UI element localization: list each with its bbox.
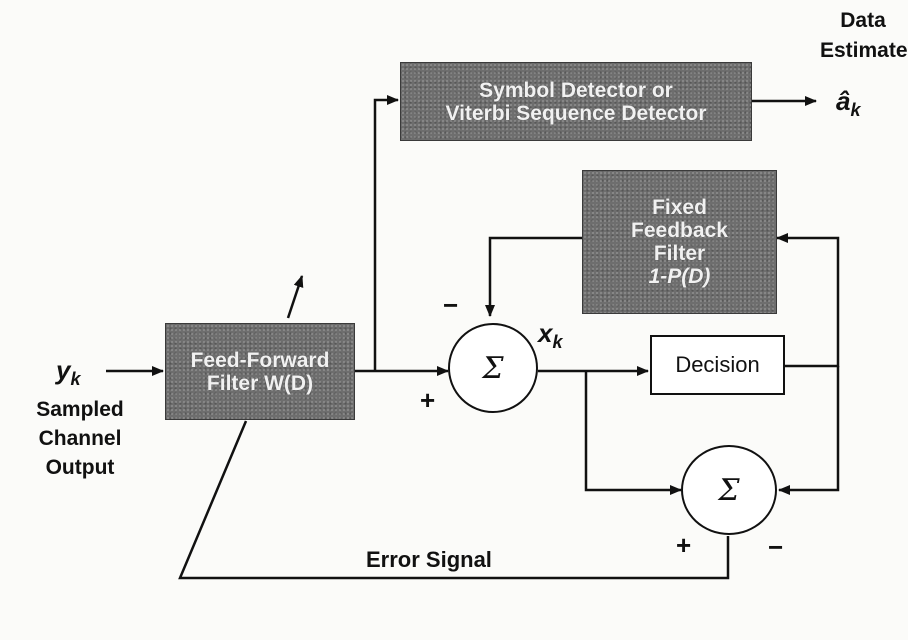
output-desc-line-2: Estimates — [820, 39, 908, 62]
decision-block: Decision — [650, 335, 785, 395]
input-description: Sampled Channel Output — [30, 395, 130, 482]
intermediate-var-subscript: k — [552, 332, 563, 353]
output-desc-line-1: Data — [840, 9, 886, 32]
intermediate-variable-label: xk — [538, 318, 562, 353]
feedback-to-summer-line — [485, 236, 582, 317]
main-summer-plus-sign: + — [420, 385, 436, 415]
error-summer-minus-sign: − — [768, 532, 784, 562]
symbol-detector-line-1: Symbol Detector or — [479, 78, 673, 102]
branch-to-detector-line — [373, 95, 399, 371]
output-description: Data Estimates — [818, 6, 908, 66]
input-variable-label: yk — [56, 355, 80, 390]
input-desc-line-2: Channel — [38, 427, 122, 450]
output-var-subscript: k — [850, 100, 861, 121]
error-summer-plus-sign: + — [676, 530, 692, 560]
decision-feedback-line — [776, 233, 840, 368]
xk-to-error-line — [584, 371, 682, 495]
decision-to-error-line — [778, 366, 840, 495]
input-var-subscript: k — [70, 369, 81, 390]
feedback-filter-line-2: Feedback — [631, 219, 728, 242]
feed-forward-line-2: Filter W(D) — [206, 371, 314, 395]
feedback-filter-block: Fixed Feedback Filter 1-P(D) — [582, 170, 777, 314]
input-var: y — [56, 355, 71, 385]
error-signal-line — [178, 420, 730, 580]
feedback-filter-line-4: 1-P(D) — [648, 265, 711, 288]
symbol-detector-line-2: Viterbi Sequence Detector — [445, 101, 707, 125]
input-desc-line-3: Output — [45, 456, 115, 479]
output-variable-label: âk — [836, 86, 860, 121]
feedback-filter-line-3: Filter — [653, 242, 706, 265]
output-var: â — [836, 86, 851, 116]
feedback-filter-line-1: Fixed — [652, 196, 707, 219]
adapt-arrow — [286, 275, 304, 319]
input-desc-line-1: Sampled — [36, 398, 124, 421]
error-signal-label: Error Signal — [366, 547, 492, 572]
intermediate-var: x — [538, 318, 553, 348]
main-summer: Σ — [448, 323, 538, 413]
symbol-detector-block: Symbol Detector or Viterbi Sequence Dete… — [400, 62, 752, 141]
feed-forward-line-1: Feed-Forward — [190, 348, 330, 372]
feed-forward-filter-block: Feed-Forward Filter W(D) — [165, 323, 355, 420]
error-summer: Σ — [681, 445, 777, 535]
main-summer-minus-sign: − — [443, 290, 459, 320]
